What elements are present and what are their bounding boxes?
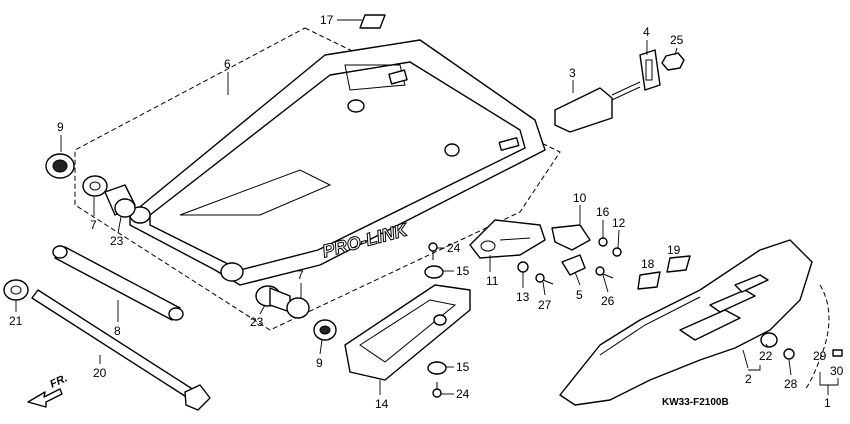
pivot-nut: [3, 279, 29, 301]
assembly-boundary: [74, 27, 561, 331]
callout-23-lower: 23: [250, 315, 264, 329]
callout-27: 27: [538, 298, 552, 312]
bolt-26: [595, 266, 614, 279]
guide-stay: [561, 254, 586, 276]
callout-9-lower: 9: [316, 356, 323, 370]
guide-bracket: [551, 224, 591, 251]
label-18: [637, 271, 661, 290]
chain-case: [559, 239, 813, 406]
callout-10: 10: [573, 191, 587, 205]
callout-7-lower: 7: [297, 268, 304, 282]
nut-25: [661, 52, 685, 71]
diagram-code: KW33-F2100B: [662, 397, 729, 408]
pivot-bolt: [31, 289, 211, 411]
sticker-17: [359, 14, 386, 29]
leader-lines: [15, 19, 839, 395]
callout-9-top: 9: [57, 120, 64, 134]
screw-bottom: [432, 382, 442, 398]
callout-13: 13: [516, 290, 530, 304]
rubber-mount-bottom: [427, 361, 447, 375]
callout-22: 22: [759, 349, 773, 363]
callout-2: 2: [745, 372, 752, 386]
washer-16: [598, 237, 608, 247]
callout-24-bottom: 24: [456, 387, 470, 401]
callout-7-top: 7: [90, 218, 97, 232]
front-direction-label: FR.: [48, 372, 69, 390]
callout-28: 28: [784, 377, 798, 391]
drive-chain: [804, 284, 830, 391]
clip-30: [832, 349, 843, 357]
label-19: [666, 255, 691, 273]
callout-6: 6: [224, 57, 231, 71]
callout-24-top: 24: [447, 241, 461, 255]
callout-3: 3: [569, 66, 576, 80]
callout-19: 19: [667, 243, 681, 257]
callout-12: 12: [612, 216, 626, 230]
chain-guide: [469, 219, 546, 259]
callout-17: 17: [320, 13, 334, 27]
bolt-28: [783, 348, 795, 360]
bolt-13: [517, 261, 529, 273]
callout-25: 25: [670, 33, 684, 47]
callout-11: 11: [486, 274, 499, 288]
callout-14: 14: [375, 397, 389, 411]
callout-15-top: 15: [456, 264, 470, 278]
callout-1: 1: [824, 396, 831, 410]
screw-top: [428, 242, 438, 260]
callout-29: 29: [813, 349, 827, 363]
callout-20: 20: [93, 366, 107, 380]
dust-seal-top: [45, 153, 75, 179]
collar-top: [104, 184, 136, 218]
callout-4: 4: [643, 25, 650, 39]
rubber-mount-top: [424, 265, 444, 279]
callout-5: 5: [576, 288, 583, 302]
bolt-12: [612, 247, 622, 257]
bearing-top: [82, 175, 108, 197]
chain-slider: [344, 284, 471, 381]
chain-adjuster: [554, 81, 641, 133]
callout-30: 30: [830, 364, 844, 378]
callout-labels: 17 6 4 25 3 9 7 23 10 16 12 24 19 18 15 …: [9, 13, 844, 411]
callout-23-top: 23: [110, 234, 124, 248]
callout-15-bottom: 15: [456, 360, 470, 374]
callout-8: 8: [114, 324, 121, 338]
front-direction-arrow-icon: [27, 388, 63, 408]
callout-26: 26: [601, 294, 615, 308]
pivot-collar: [52, 245, 184, 321]
adjuster-plate: [639, 49, 661, 91]
dust-seal-lower: [313, 319, 337, 341]
bolt-27: [535, 273, 554, 285]
callout-21: 21: [9, 314, 23, 328]
callout-16: 16: [596, 205, 610, 219]
collar-22: [760, 332, 778, 348]
callout-18: 18: [641, 257, 655, 271]
bearing-lower: [255, 285, 310, 319]
